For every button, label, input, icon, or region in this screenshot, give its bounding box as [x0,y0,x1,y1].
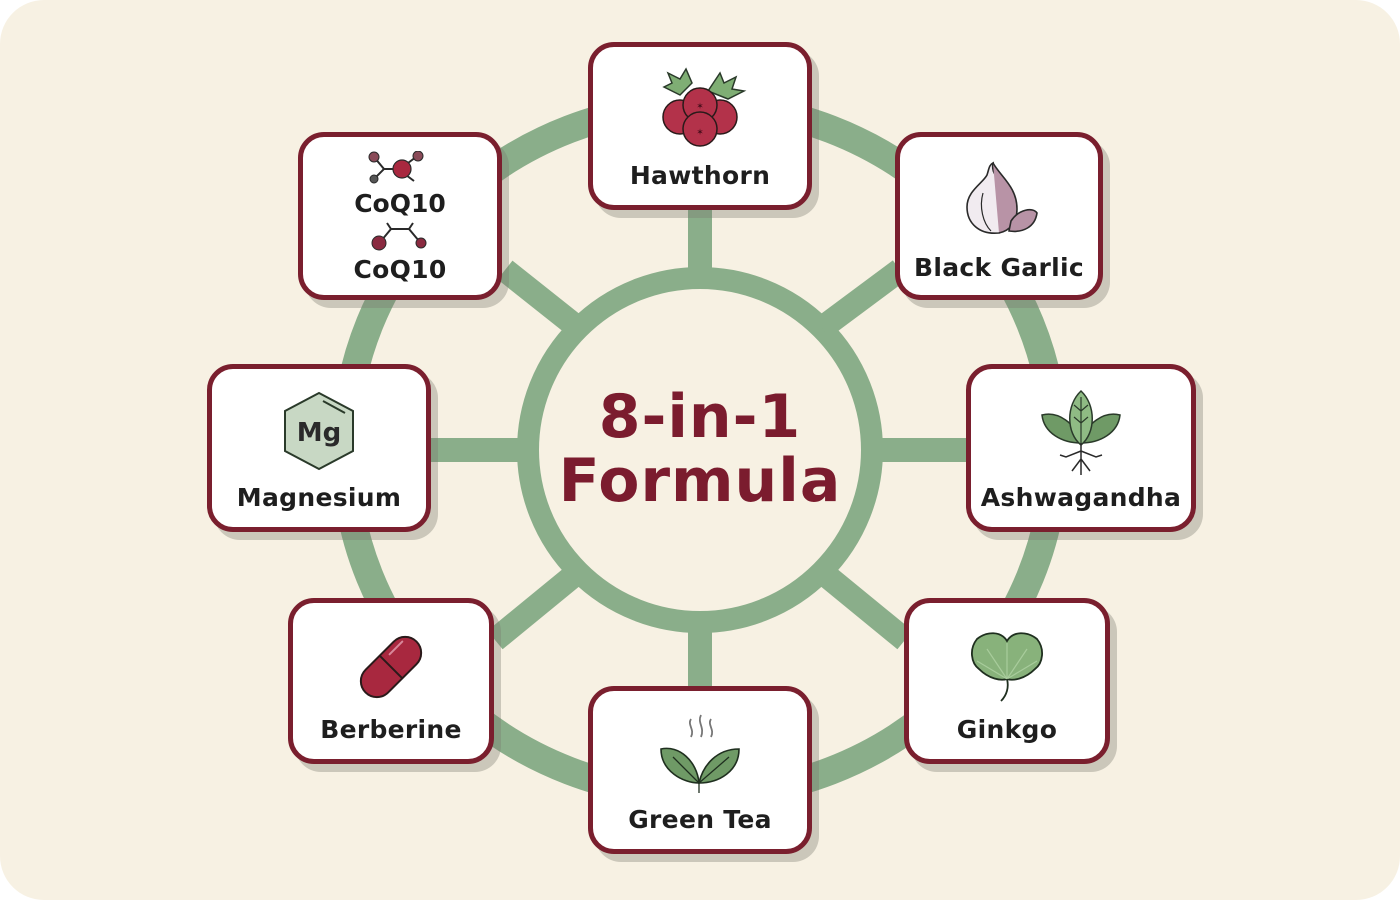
mg-symbol: Mg [297,418,341,448]
center-title-line2: Formula [558,446,842,516]
ingredient-label: Ashwagandha [980,483,1182,512]
coq10-secondary-label: CoQ10 [354,189,446,218]
ginkgo-leaf-icon [909,625,1105,705]
hawthorn-berries-icon: ✶ ✶ [593,65,807,150]
ingredient-card-magnesium: Mg Magnesium [207,364,431,532]
molecule-icon [303,151,497,191]
capsule-icon [293,627,489,707]
ingredient-card-berberine: Berberine [288,598,494,764]
center-title: 8-in-1 Formula [530,385,870,513]
ingredient-card-ginkgo: Ginkgo [904,598,1110,764]
ashwagandha-plant-icon [971,387,1191,479]
mg-hexagon-icon: Mg [212,389,426,473]
svg-text:✶: ✶ [696,102,704,112]
ingredient-label: Berberine [320,715,462,744]
svg-text:✶: ✶ [696,128,704,138]
ingredient-label: Hawthorn [629,161,771,190]
ingredient-card-ashwagandha: Ashwagandha [966,364,1196,532]
ingredient-card-black-garlic: Black Garlic [895,132,1103,300]
ingredient-label: Magnesium [236,483,402,512]
molecule-icon [303,221,497,251]
ingredient-label: Ginkgo [956,715,1058,744]
ingredient-label: Green Tea [628,805,772,834]
steaming-tea-leaves-icon [593,713,807,797]
ingredient-label: Black Garlic [914,253,1084,282]
ingredient-label: CoQ10 [353,255,447,284]
ingredient-card-green-tea: Green Tea [588,686,812,854]
ingredient-card-coq10: CoQ10 CoQ10 [298,132,502,300]
center-title-line1: 8-in-1 [598,382,802,452]
ingredient-card-hawthorn: ✶ ✶ Hawthorn [588,42,812,210]
garlic-bulb-icon [900,157,1098,239]
